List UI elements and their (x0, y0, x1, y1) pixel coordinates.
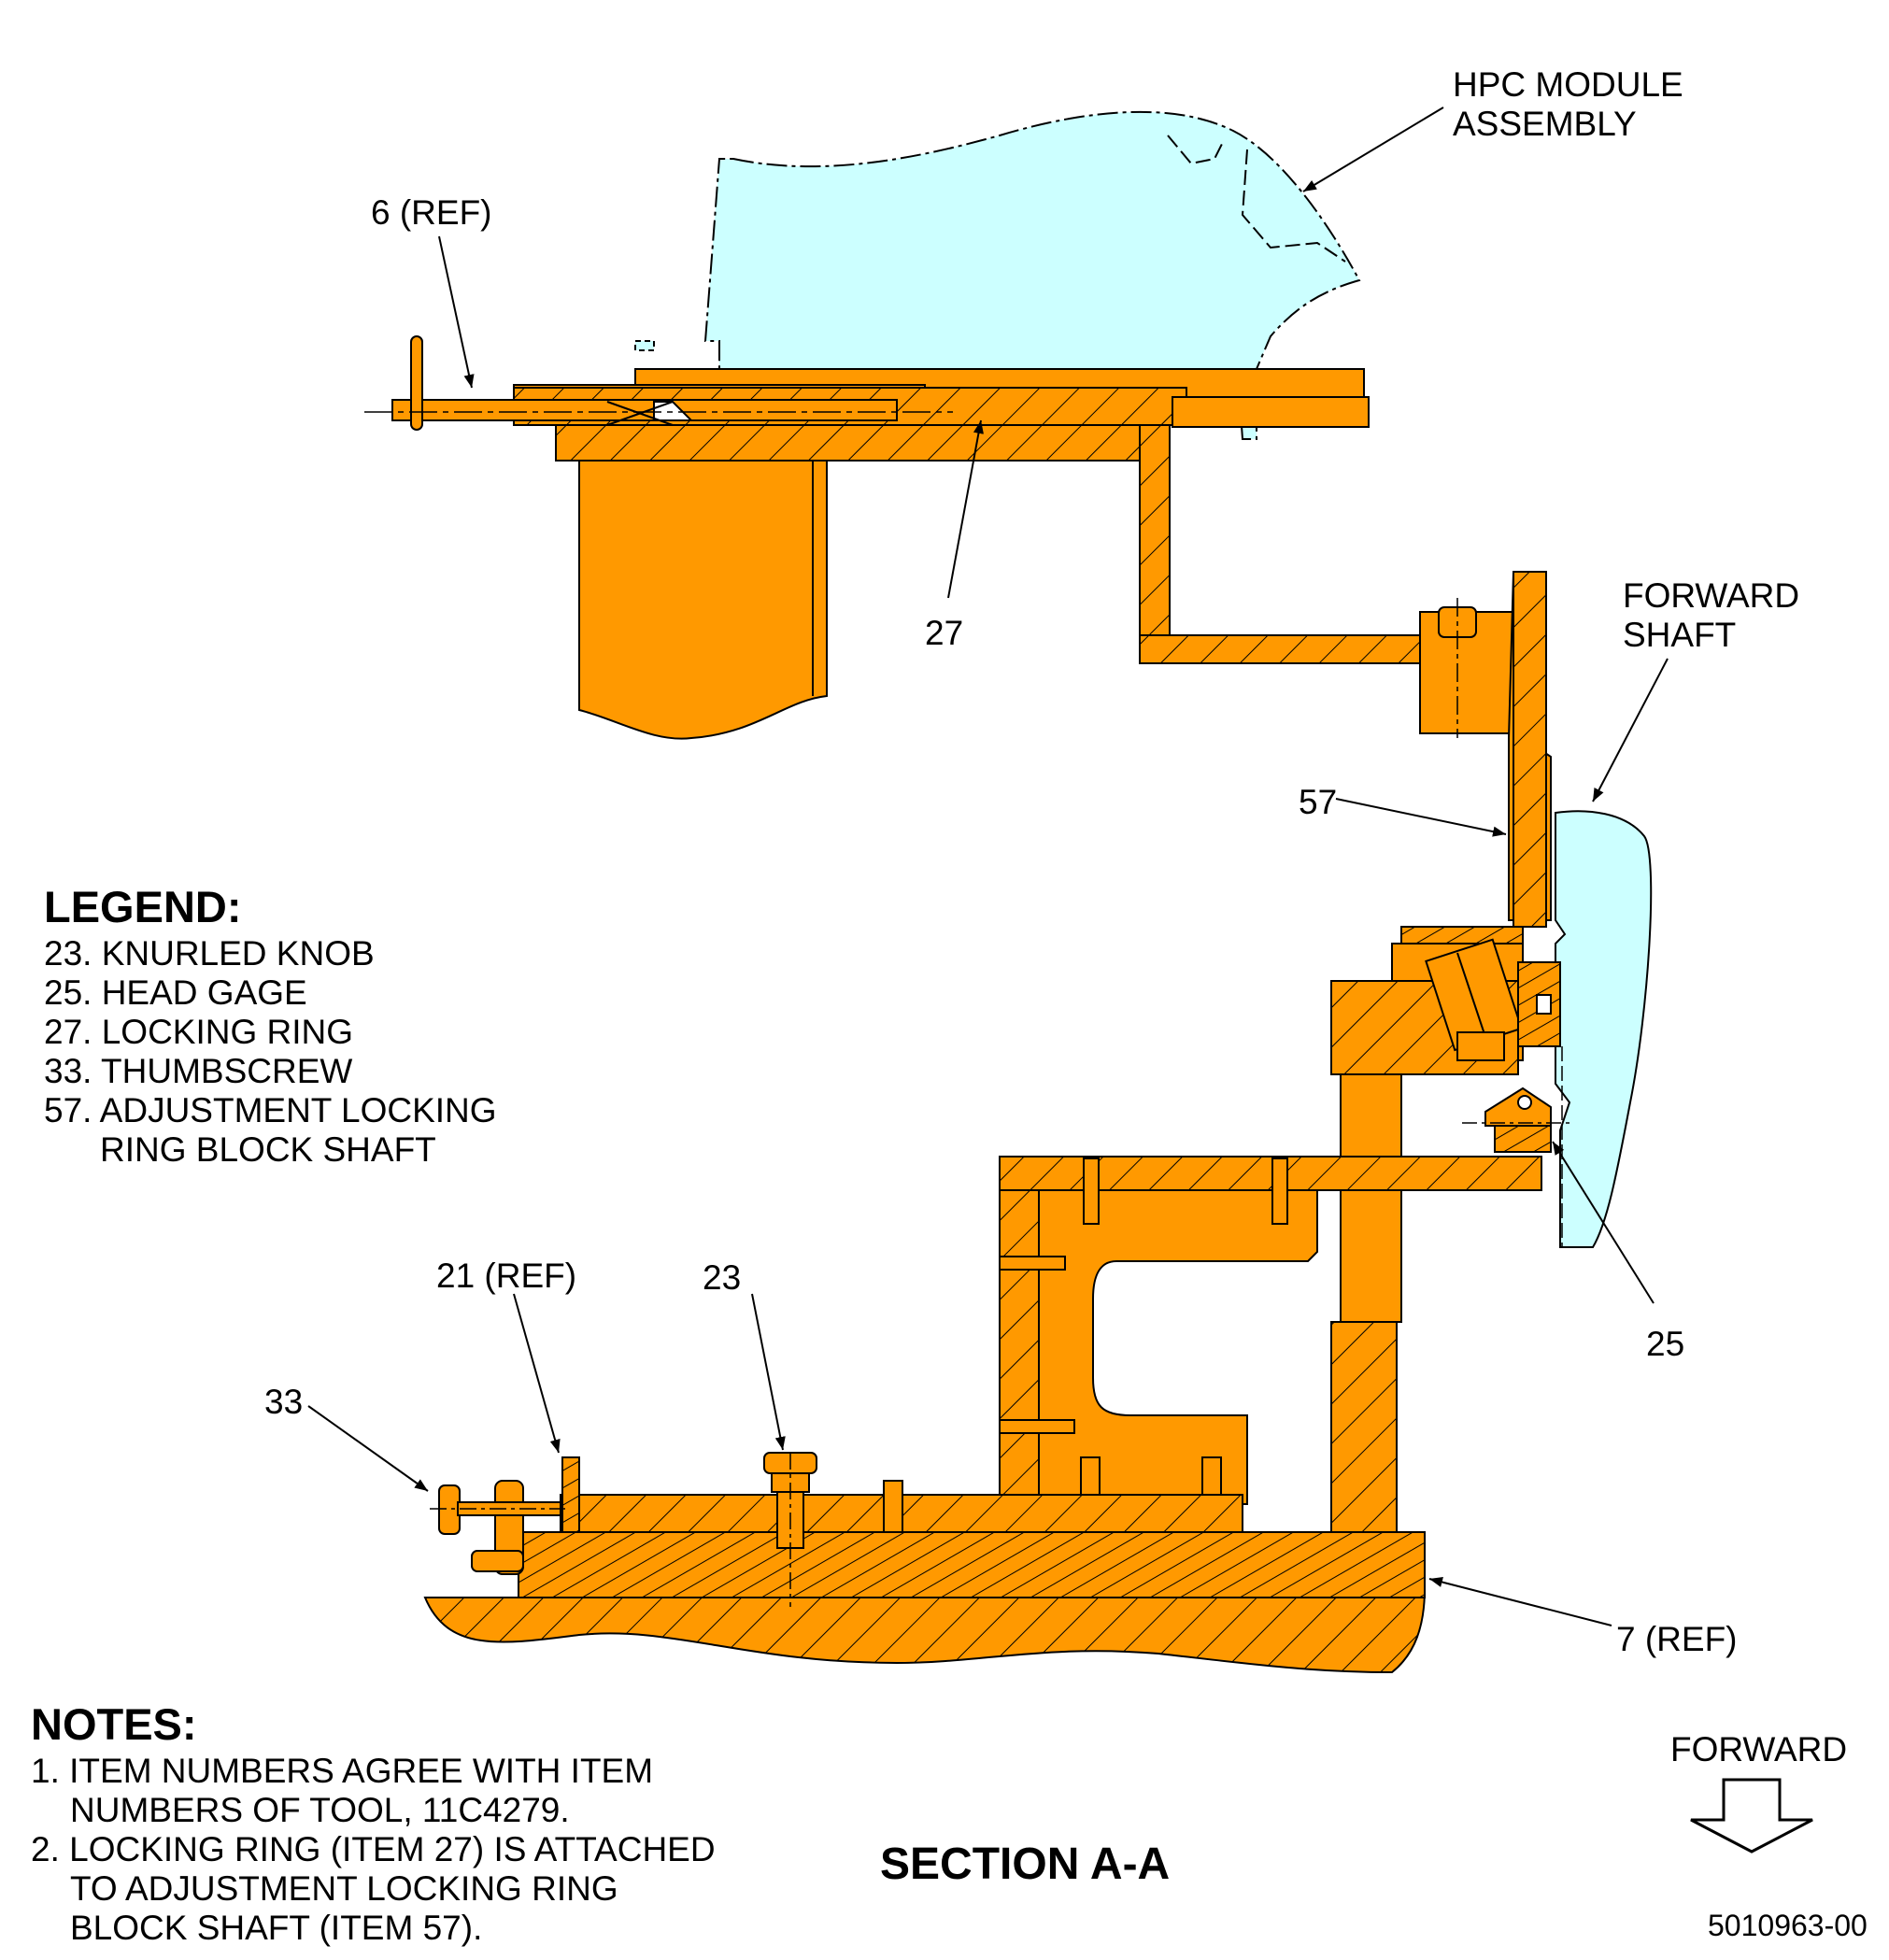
forward-label: FORWARD (1670, 1730, 1848, 1768)
legend-item: 33. THUMBSCREW (44, 1052, 353, 1090)
legend-item: 27. LOCKING RING (44, 1013, 354, 1051)
section-title: SECTION A-A (880, 1839, 1171, 1889)
note-item: 1. ITEM NUMBERS AGREE WITH ITEM NUMBERS … (31, 1752, 654, 1829)
legend-list: 23. KNURLED KNOB 25. HEAD GAGE 27. LOCKI… (44, 934, 497, 1170)
upper-shaft-assembly (364, 335, 1370, 740)
callout-item-27: 27 (925, 614, 964, 652)
callout-forward-shaft: FORWARD SHAFT (1623, 576, 1800, 654)
legend-item: 25. HEAD GAGE (44, 973, 307, 1012)
callout-hpc-module: HPC MODULE ASSEMBLY (1453, 65, 1683, 143)
knurled-knob-23 (763, 1452, 903, 1607)
forward-arrow-icon (1690, 1778, 1813, 1853)
c-frame-block (999, 1156, 1542, 1524)
legend-item: 23. KNURLED KNOB (44, 934, 375, 973)
adjustment-shaft-57 (1508, 571, 1552, 928)
callout-item-25: 25 (1646, 1325, 1685, 1363)
callout-item-21: 21 (REF) (436, 1257, 577, 1295)
figure-number: 5010963-00 (1708, 1909, 1868, 1942)
legend-item: 57. ADJUSTMENT LOCKING RING BLOCK SHAFT (44, 1091, 497, 1169)
support-column (1330, 1073, 1402, 1547)
callout-item-57: 57 (1299, 783, 1338, 821)
callout-item-7: 7 (REF) (1616, 1620, 1738, 1658)
hpc-module-assembly (634, 110, 1361, 440)
leader-lines (307, 107, 1669, 1626)
head-gage-25 (1330, 926, 1569, 1153)
bracket-arm (1139, 424, 1514, 738)
callout-item-6: 6 (REF) (371, 193, 492, 232)
forward-shaft (1555, 810, 1653, 1248)
thumbscrew-33 (430, 1456, 580, 1575)
note-item: 2. LOCKING RING (ITEM 27) IS ATTACHED TO… (31, 1830, 716, 1947)
notes-title: NOTES: (31, 1699, 197, 1749)
notes-list: 1. ITEM NUMBERS AGREE WITH ITEM NUMBERS … (31, 1752, 716, 1948)
callout-item-33: 33 (264, 1383, 304, 1421)
legend-title: LEGEND: (44, 882, 242, 931)
callout-item-23: 23 (703, 1258, 742, 1297)
